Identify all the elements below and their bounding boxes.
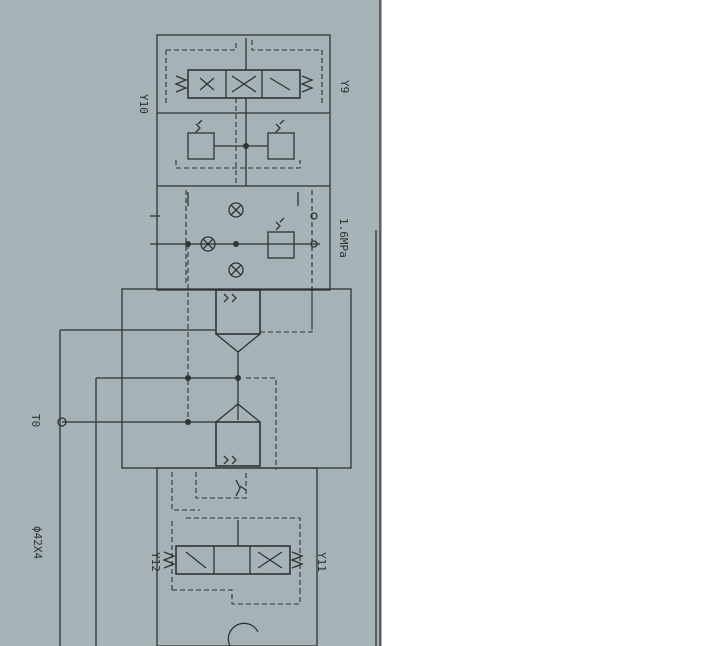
schematic-photo [0,0,382,646]
label-t0: T0 [29,414,42,427]
upper-control-block [150,34,331,330]
directional-valve-y9-y10 [165,38,323,106]
lower-control-block [156,467,318,646]
directional-valve-y11-y12 [162,520,304,605]
label-pipe: ϕ42X4 [31,526,44,559]
main-cartridge-block [57,244,352,646]
relief-valve-pair [175,98,301,186]
shuttle-section [150,190,320,330]
label-y12: Y12 [149,552,162,572]
label-y9: Y9 [338,80,351,93]
label-pressure: 1.6MPa [337,218,350,258]
label-y11: Y11 [315,552,328,572]
bottom-circle [227,622,259,646]
label-y10: Y10 [137,94,150,114]
